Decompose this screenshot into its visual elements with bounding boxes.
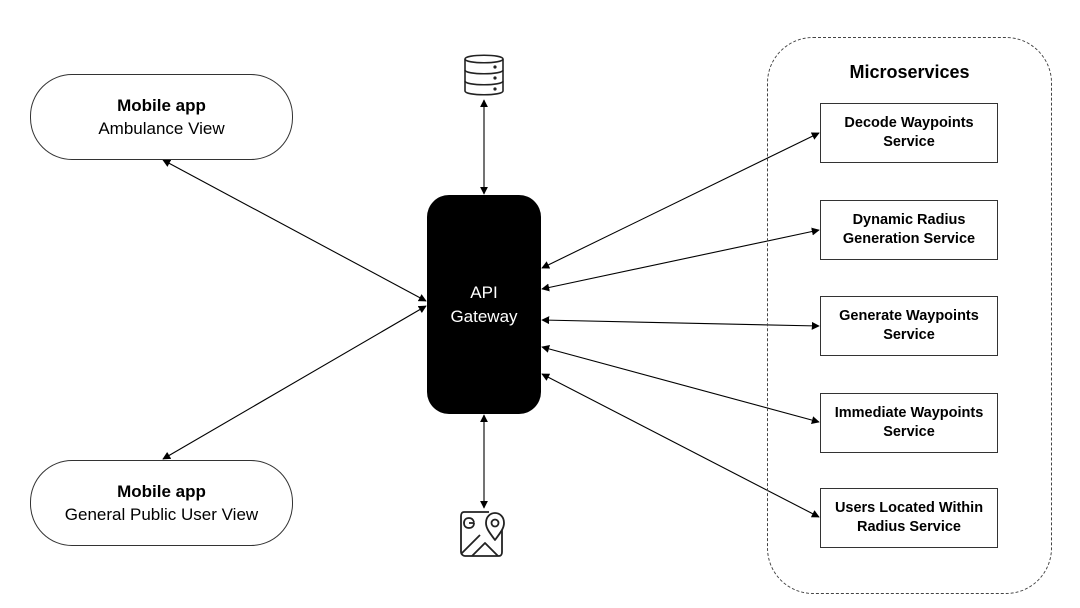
service-label-line2: Service: [883, 424, 935, 440]
service-label-line2: Radius Service: [857, 519, 961, 535]
mobile-app-public-node: Mobile app General Public User View: [30, 460, 293, 546]
service-dynamic-radius-generation: Dynamic Radius Generation Service: [820, 200, 998, 260]
service-label-line1: Dynamic Radius: [852, 212, 966, 228]
service-label-line2: Generation Service: [842, 231, 976, 247]
service-users-located-within-radius: Users Located Within Radius Service: [820, 488, 998, 548]
service-label-line1: Users Located Within: [834, 500, 984, 516]
service-decode-waypoints: Decode Waypoints Service: [820, 103, 998, 163]
edge-gateway-service-2: [541, 316, 820, 330]
service-label-line2: Service: [883, 134, 935, 150]
node-subtitle: Ambulance View: [98, 119, 225, 138]
mobile-app-ambulance-node: Mobile app Ambulance View: [30, 74, 293, 160]
service-immediate-waypoints: Immediate Waypoints Service: [820, 393, 998, 453]
node-title: Mobile app: [117, 96, 206, 115]
service-label-line1: Generate Waypoints: [839, 308, 979, 324]
service-label-line1: Decode Waypoints: [844, 115, 974, 131]
edge-gateway-service-1: [541, 227, 820, 292]
edge-gateway-service-4: [541, 373, 820, 518]
edge-ambulance-gateway: [162, 159, 427, 302]
node-subtitle: General Public User View: [64, 505, 259, 524]
service-label-line1: Immediate Waypoints: [834, 405, 984, 421]
google-maps-icon: [460, 511, 505, 557]
service-label-line2: Service: [883, 327, 935, 343]
gateway-label-line1: API: [470, 282, 498, 302]
microservices-title: Microservices: [849, 62, 970, 82]
database-icon: [464, 54, 504, 96]
edge-public-gateway: [162, 305, 427, 460]
service-generate-waypoints: Generate Waypoints Service: [820, 296, 998, 356]
microservices-group: [767, 37, 1052, 594]
node-title: Mobile app: [117, 482, 206, 501]
gateway-label-line2: Gateway: [450, 306, 518, 326]
api-gateway-node: API Gateway: [427, 195, 541, 414]
